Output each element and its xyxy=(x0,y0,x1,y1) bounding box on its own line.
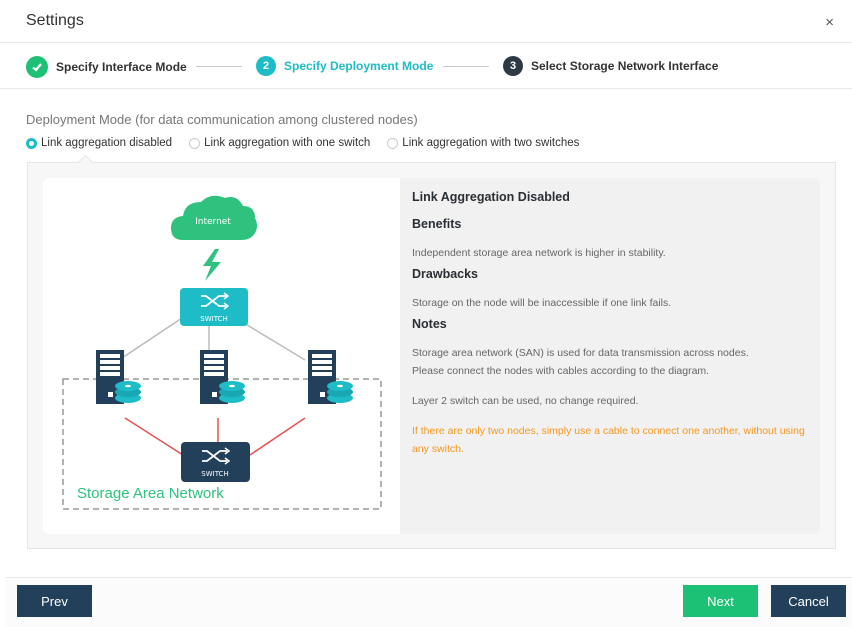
server-icon xyxy=(200,350,245,404)
benefits-heading: Benefits xyxy=(412,217,462,231)
radio-label: Link aggregation with two switches xyxy=(402,137,580,149)
top-switch-label: SWITCH xyxy=(200,315,227,323)
warning-text: If there are only two nodes, simply use … xyxy=(412,425,805,455)
internet-cloud-icon: Internet xyxy=(171,195,257,240)
server-icon xyxy=(308,350,353,404)
step-specify-deployment-mode: 2 Specify Deployment Mode xyxy=(256,56,433,76)
dialog-title: Settings xyxy=(26,12,84,29)
step-specify-interface-mode: Specify Interface Mode xyxy=(26,56,187,78)
drawbacks-text: Storage on the node will be inaccessible… xyxy=(412,297,672,309)
dialog-header: Settings × xyxy=(0,0,852,43)
san-switch-label: SWITCH xyxy=(201,470,228,478)
next-button[interactable]: Next xyxy=(683,585,758,617)
lightning-icon xyxy=(203,249,221,281)
mode-description: Link Aggregation Disabled Benefits Indep… xyxy=(412,190,812,458)
mode-title: Link Aggregation Disabled xyxy=(412,190,570,204)
san-label: Storage Area Network xyxy=(77,485,224,502)
check-icon xyxy=(26,56,48,78)
radio-link-aggregation-disabled[interactable]: Link aggregation disabled xyxy=(26,137,172,149)
radio-label: Link aggregation with one switch xyxy=(204,137,371,149)
cancel-button[interactable]: Cancel xyxy=(771,585,846,617)
radio-button[interactable] xyxy=(189,137,201,149)
deployment-mode-radio-group: Link aggregation disabled Link aggregati… xyxy=(26,137,596,149)
step-select-storage-network-interface: 3 Select Storage Network Interface xyxy=(503,56,718,76)
radio-label: Link aggregation disabled xyxy=(41,137,173,149)
radio-link-aggregation-one-switch[interactable]: Link aggregation with one switch xyxy=(189,137,370,149)
radio-button[interactable] xyxy=(26,137,37,149)
step-label: Select Storage Network Interface xyxy=(531,59,719,73)
notes-text: Storage area network (SAN) is used for d… xyxy=(412,347,749,359)
server-icon xyxy=(96,350,141,404)
step-number-badge: 3 xyxy=(503,56,523,76)
mode-detail-card: Internet SWITCH xyxy=(43,178,820,534)
close-icon[interactable]: × xyxy=(825,14,834,31)
drawbacks-heading: Drawbacks xyxy=(412,267,479,281)
step-connector xyxy=(443,66,489,67)
network-diagram: Internet SWITCH xyxy=(43,178,400,534)
step-connector xyxy=(196,66,242,67)
notes-text: Please connect the nodes with cables acc… xyxy=(412,365,710,377)
radio-button[interactable] xyxy=(387,137,399,149)
step-label: Specify Deployment Mode xyxy=(284,59,434,73)
top-switch-icon: SWITCH xyxy=(180,288,248,326)
san-boundary xyxy=(62,378,382,510)
san-switch-icon: SWITCH xyxy=(181,442,250,482)
benefits-text: Independent storage area network is high… xyxy=(412,247,666,259)
radio-link-aggregation-two-switches[interactable]: Link aggregation with two switches xyxy=(387,137,579,149)
wizard-steps: Specify Interface Mode 2 Specify Deploym… xyxy=(0,43,852,89)
prev-button[interactable]: Prev xyxy=(17,585,92,617)
deployment-mode-label: Deployment Mode (for data communication … xyxy=(26,112,418,127)
step-label: Specify Interface Mode xyxy=(56,60,187,74)
san-links xyxy=(124,417,306,456)
cloud-label: Internet xyxy=(195,217,231,227)
step-number-badge: 2 xyxy=(256,56,276,76)
notes-heading: Notes xyxy=(412,317,447,331)
notes-text: Layer 2 switch can be used, no change re… xyxy=(412,395,639,407)
